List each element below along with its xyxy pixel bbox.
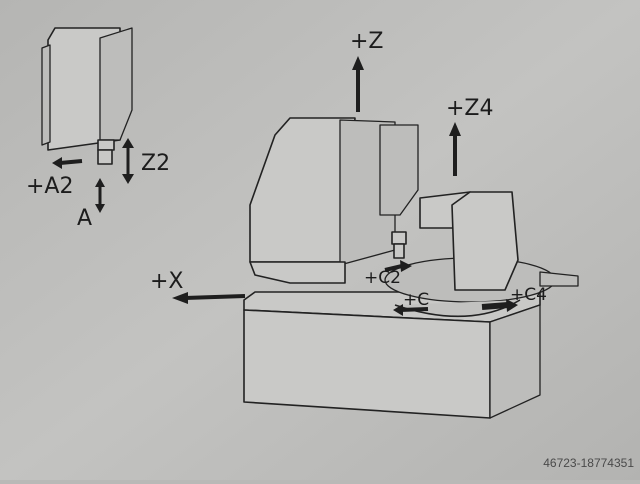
arrow-x: [172, 292, 246, 304]
spindle-head-detail: [41, 27, 133, 165]
watermark-id: 46723-18774351: [543, 456, 634, 470]
label-c2: +C2: [364, 268, 401, 288]
arrow-c: [393, 304, 429, 316]
label-z2: Z2: [141, 151, 170, 176]
arrow-a2: [52, 157, 83, 169]
label-z4: +Z4: [446, 96, 494, 121]
label-c4: +C4: [510, 285, 547, 305]
arrow-a: [95, 178, 105, 213]
label-x: +X: [150, 269, 184, 294]
main-spindle-head: [249, 117, 419, 284]
arrow-z2: [122, 138, 134, 184]
label-a: A: [77, 206, 92, 231]
arrow-c2: [384, 260, 412, 272]
arrow-z4: [449, 122, 461, 176]
arrow-c4: [481, 299, 518, 312]
label-z: +Z: [350, 29, 384, 54]
arrow-z: [352, 56, 364, 112]
label-c: +C: [403, 290, 429, 310]
label-a2: +A2: [26, 174, 73, 199]
